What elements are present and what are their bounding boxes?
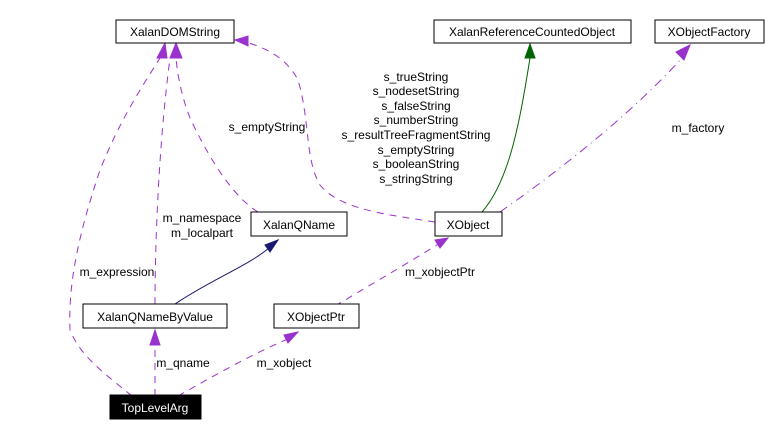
edge-xalanqname-to-xalandomstring [175, 57, 259, 213]
edge-label-line: s_stringString [379, 172, 452, 186]
arrowhead-icon [264, 238, 280, 253]
edge-label-m-expression: m_expression [80, 265, 155, 279]
arrowhead-icon [149, 328, 161, 346]
edge-label-m-qname: m_qname [156, 356, 210, 370]
edge-label-line: s_resultTreeFragmentString [342, 128, 491, 142]
node-label: XalanDOMString [130, 25, 220, 39]
arrowhead-icon [233, 35, 249, 47]
edge-label-line: s_trueString [384, 70, 449, 84]
arrowhead-icon [169, 41, 183, 59]
node-xobjectptr[interactable]: XObjectPtr [273, 303, 360, 329]
node-label: TopLevelArg [122, 401, 189, 415]
edge-xobjectptr-to-xobject [334, 242, 441, 307]
edge-xobject-to-xobjectfactory [499, 57, 683, 213]
edge-label-line: s_nodesetString [373, 84, 460, 98]
edge-qnamebyvalue-to-xalanqname [174, 246, 271, 305]
arrowhead-icon [156, 41, 168, 59]
arrowhead-icon [675, 43, 691, 61]
node-xalanqnamebyvalue[interactable]: XalanQNameByValue [82, 303, 228, 329]
node-xalandomstring[interactable]: XalanDOMString [115, 19, 235, 44]
edge-label-line: s_emptyString [378, 143, 455, 157]
edge-label-m-xobject: m_xobject [257, 356, 312, 370]
node-toplevelarg-focus[interactable]: TopLevelArg [109, 394, 202, 420]
arrowhead-icon [434, 237, 450, 249]
node-xalanqname[interactable]: XalanQName [250, 211, 348, 237]
edge-toplevelarg-to-xalandomstring [69, 57, 161, 397]
node-label: XObjectFactory [668, 25, 751, 39]
node-xobject[interactable]: XObject [434, 211, 503, 237]
node-xalanreferencecountedobject[interactable]: XalanReferenceCountedObject [433, 19, 632, 44]
node-label: XalanQNameByValue [97, 310, 213, 324]
edge-label-m-localpart: m_localpart [171, 226, 234, 240]
edge-xobject-to-xalanreferencecountedobject [481, 57, 531, 213]
arrowhead-icon [524, 42, 536, 59]
edge-label-line: s_falseString [381, 99, 450, 113]
edge-label-xobject-strings: s_trueString s_nodesetString s_falseStri… [342, 70, 491, 186]
edge-qnamebyvalue-to-xalandomstring [154, 57, 171, 305]
edge-label-m-factory: m_factory [672, 121, 725, 135]
edge-label-m-namespace: m_namespace [163, 211, 242, 225]
edge-label-s-emptystring: s_emptyString [229, 120, 306, 134]
node-label: XalanQName [263, 218, 335, 232]
node-label: XalanReferenceCountedObject [449, 25, 616, 39]
node-label: XObjectPtr [287, 310, 345, 324]
node-label: XObject [447, 218, 490, 232]
arrowhead-icon [283, 331, 300, 344]
edge-label-line: s_booleanString [373, 157, 460, 171]
node-xobjectfactory[interactable]: XObjectFactory [654, 19, 765, 44]
edge-label-line: s_numberString [374, 113, 459, 127]
edge-label-m-xobjectptr: m_xobjectPtr [405, 265, 475, 279]
edge-xobject-to-xalandomstring [236, 39, 436, 223]
